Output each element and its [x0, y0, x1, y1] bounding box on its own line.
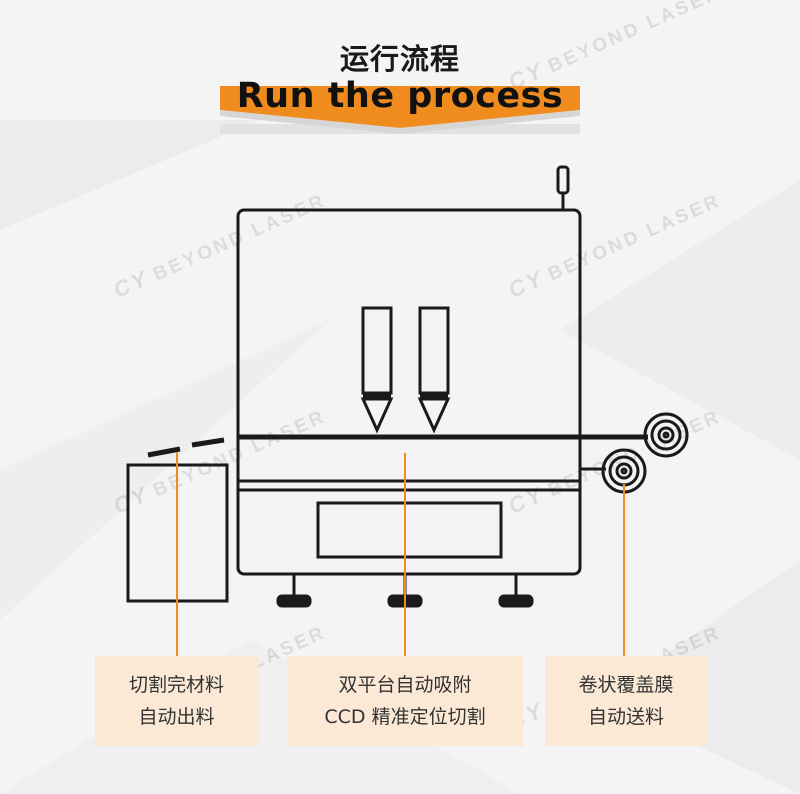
label-line: CCD 精准定位切割 — [324, 706, 486, 728]
page-title-en: Run the process — [236, 76, 564, 116]
label-line: 卷状覆盖膜 — [578, 674, 674, 696]
laser-head-icon — [417, 306, 451, 434]
page-title-cn: 运行流程 — [339, 42, 460, 76]
machine-body — [236, 208, 582, 576]
film-roll-icon — [643, 412, 689, 458]
label-dual-platform: 双平台自动吸附 CCD 精准定位切割 — [287, 656, 523, 746]
label-auto-output: 切割完材料 自动出料 — [95, 656, 258, 746]
machine-drawer — [316, 501, 503, 559]
foot-icon — [498, 574, 534, 608]
antenna-light — [556, 165, 570, 195]
label-film-feed: 卷状覆盖膜 自动送料 — [545, 656, 707, 746]
title-banner — [220, 86, 580, 134]
label-line: 自动出料 — [138, 706, 215, 728]
foot-icon — [276, 574, 312, 608]
label-line: 切割完材料 — [128, 674, 224, 696]
exiting-material — [147, 446, 181, 458]
label-line: 双平台自动吸附 — [338, 674, 472, 696]
label-line: 自动送料 — [587, 706, 664, 728]
exiting-material — [191, 437, 225, 448]
laser-head-icon — [360, 306, 394, 434]
